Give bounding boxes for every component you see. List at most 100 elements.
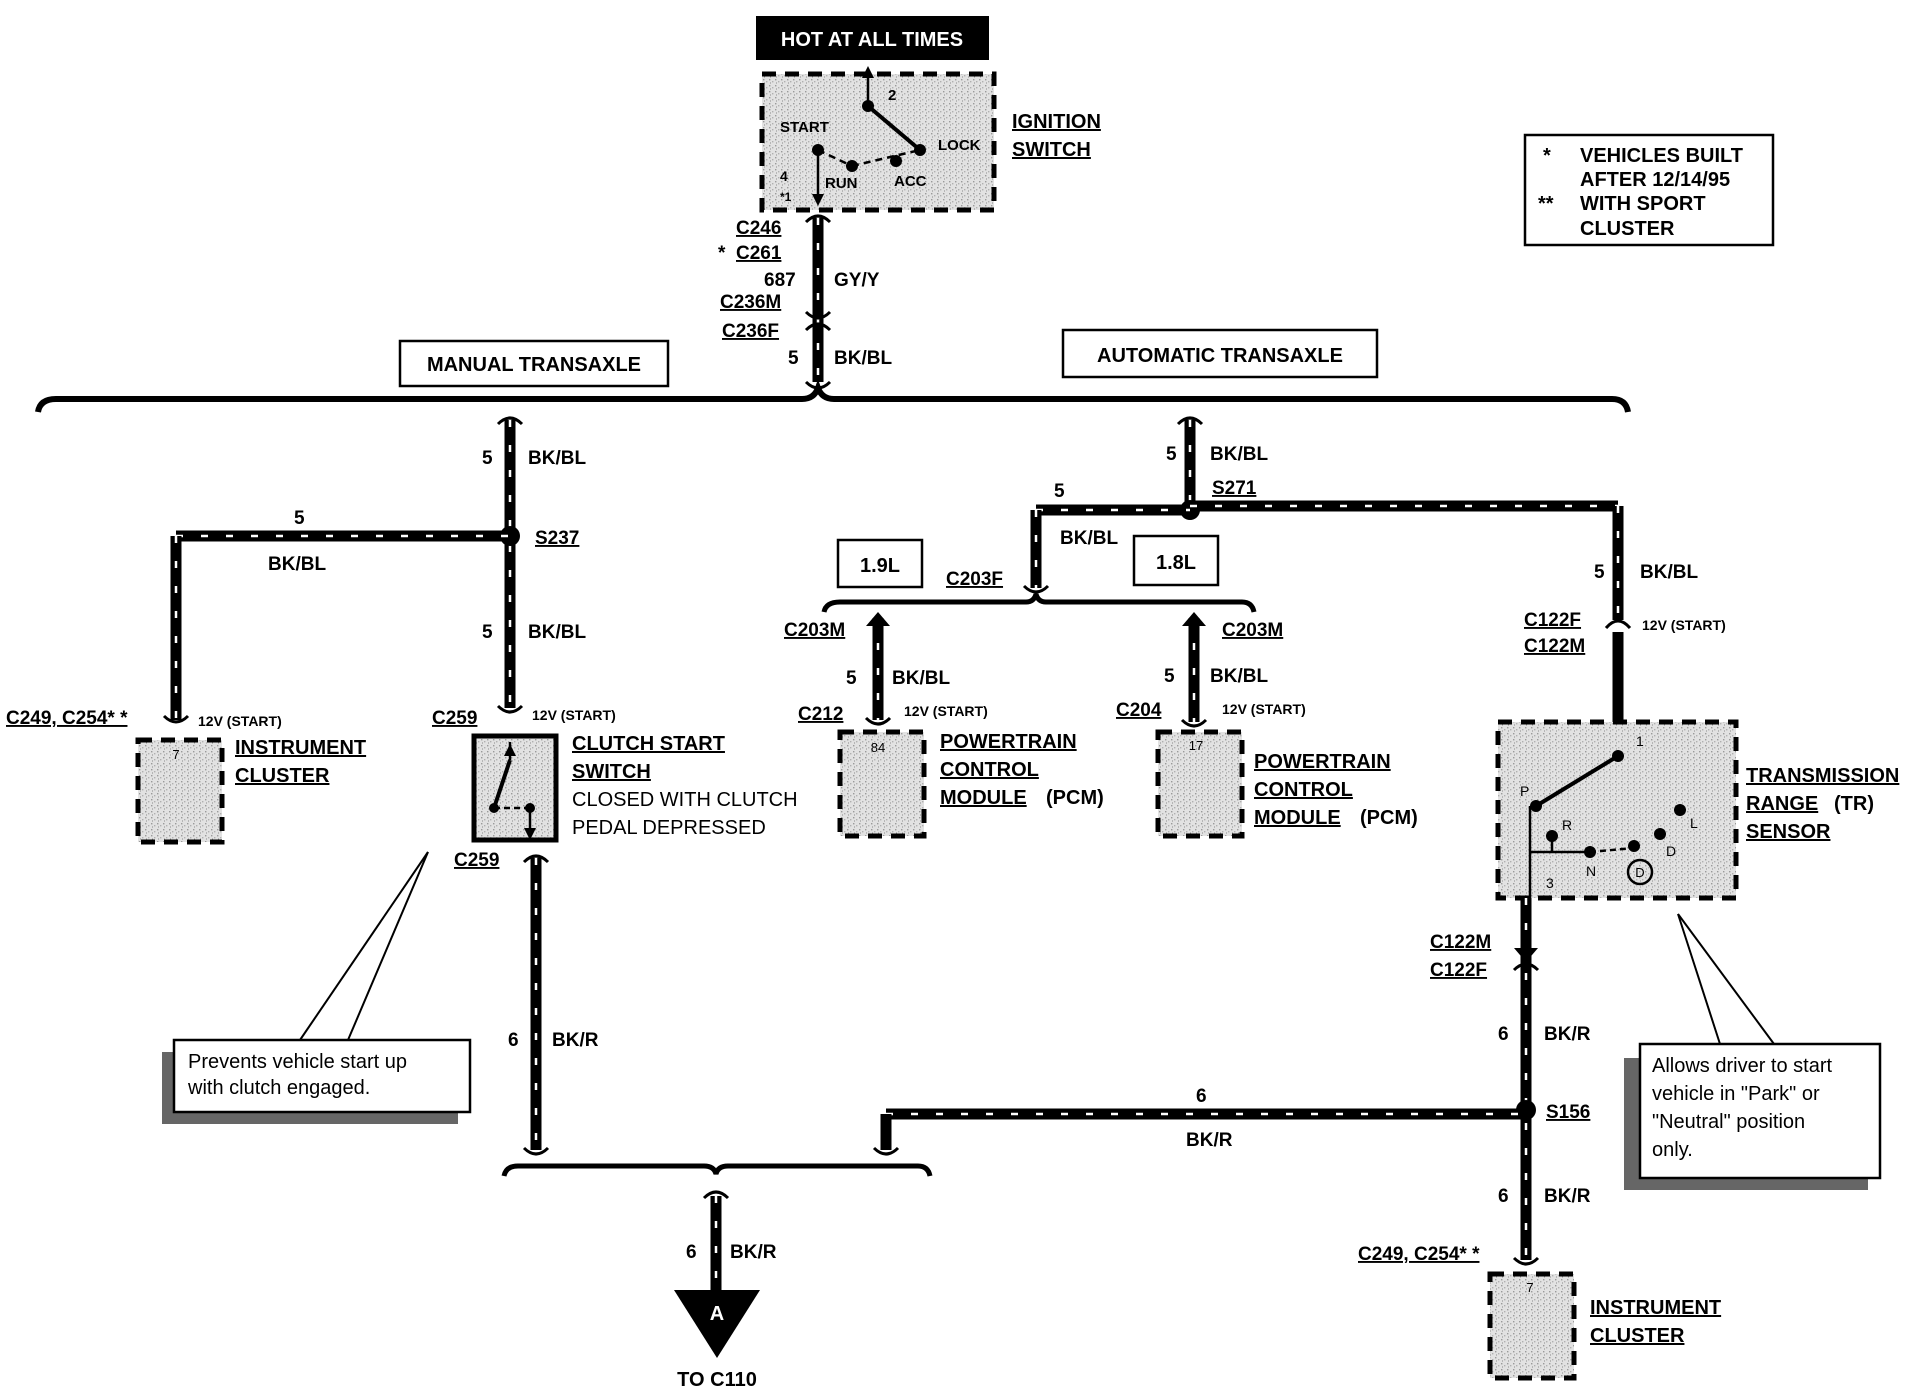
svg-text:TRANSMISSION: TRANSMISSION	[1746, 765, 1899, 787]
svg-text:P: P	[1520, 783, 1529, 799]
svg-text:C204: C204	[1116, 700, 1162, 721]
svg-text:Allows driver to start: Allows driver to start	[1652, 1055, 1832, 1077]
svg-text:S156: S156	[1546, 1102, 1590, 1123]
top-feed-wire: C246 * C261 687 GY/Y C236M C236F 5 BK/BL	[718, 214, 892, 390]
svg-text:BK/R: BK/R	[1544, 1186, 1591, 1207]
svg-text:6: 6	[508, 1030, 519, 1051]
svg-text:D: D	[1635, 865, 1644, 880]
svg-text:C212: C212	[798, 704, 843, 725]
svg-text:C203F: C203F	[946, 569, 1003, 590]
svg-text:LOCK: LOCK	[938, 137, 981, 154]
svg-text:C203M: C203M	[784, 620, 845, 641]
svg-text:BK/BL: BK/BL	[1210, 444, 1268, 465]
svg-text:INSTRUMENT: INSTRUMENT	[235, 737, 366, 759]
instrument-cluster-right: 7 C249, C254* * INSTRUMENT CLUSTER	[1358, 1244, 1721, 1381]
svg-text:C203M: C203M	[1222, 620, 1283, 641]
ignition-switch: 2 START RUN ACC LOCK 4 *1 IGNITION SWITC…	[759, 66, 1101, 213]
svg-text:S237: S237	[535, 528, 579, 549]
manual-branch: 5 BK/BL S237 5 BK/BL 5 BK/BL	[162, 416, 586, 724]
svg-text:MODULE: MODULE	[940, 787, 1027, 809]
output-brace	[501, 1163, 933, 1177]
svg-text:5: 5	[1164, 666, 1175, 687]
svg-text:SWITCH: SWITCH	[1012, 139, 1091, 161]
svg-text:MODULE: MODULE	[1254, 807, 1341, 829]
svg-text:CLUTCH START: CLUTCH START	[572, 733, 725, 755]
option-brace	[35, 379, 1631, 413]
clutch-start-switch: C259 12V (START) CLUTCH START SWITCH CLO…	[432, 707, 798, 871]
svg-text:BK/BL: BK/BL	[268, 554, 326, 575]
svg-text:C122M: C122M	[1430, 932, 1491, 953]
svg-text:7: 7	[172, 747, 179, 762]
svg-text:1.8L: 1.8L	[1156, 552, 1196, 574]
svg-text:5: 5	[1594, 562, 1605, 583]
park-neutral-callout: Allows driver to start vehicle in "Park"…	[1624, 913, 1882, 1190]
transmission-range-sensor: D P R N D L 1 3 TRANSMISSION RANGE (TR) …	[1495, 719, 1899, 901]
svg-text:C249, C254* *: C249, C254* *	[1358, 1244, 1480, 1265]
svg-text:5: 5	[788, 348, 799, 369]
pcm-1-8l: 17 POWERTRAIN CONTROL MODULE (PCM)	[1155, 729, 1418, 839]
s156-branch: 6 BK/R	[872, 1086, 1526, 1156]
svg-text:BK/BL: BK/BL	[1210, 666, 1268, 687]
svg-text:CLUSTER: CLUSTER	[1580, 218, 1675, 240]
svg-text:CLOSED WITH CLUTCH: CLOSED WITH CLUTCH	[572, 789, 798, 811]
svg-text:SWITCH: SWITCH	[572, 761, 651, 783]
svg-text:RUN: RUN	[825, 175, 858, 192]
svg-text:RANGE: RANGE	[1746, 793, 1818, 815]
svg-text:C259: C259	[454, 850, 499, 871]
svg-text:C122F: C122F	[1524, 610, 1581, 631]
svg-text:12V (START): 12V (START)	[904, 703, 988, 719]
svg-text:5: 5	[846, 668, 857, 689]
svg-text:BK/BL: BK/BL	[1060, 528, 1118, 549]
svg-text:AUTOMATIC TRANSAXLE: AUTOMATIC TRANSAXLE	[1097, 345, 1343, 367]
svg-text:CONTROL: CONTROL	[940, 759, 1039, 781]
svg-text:C249, C254* *: C249, C254* *	[6, 708, 128, 729]
svg-text:with clutch engaged.: with clutch engaged.	[187, 1077, 370, 1099]
svg-text:CLUSTER: CLUSTER	[235, 765, 330, 787]
connector-a-arrow: A TO C110	[674, 1290, 760, 1391]
svg-text:WITH SPORT: WITH SPORT	[1580, 193, 1706, 215]
svg-text:(TR): (TR)	[1834, 793, 1874, 815]
svg-text:BK/BL: BK/BL	[528, 448, 586, 469]
clutch-callout: Prevents vehicle start up with clutch en…	[162, 851, 472, 1124]
svg-text:C246: C246	[736, 218, 781, 239]
svg-text:1.9L: 1.9L	[860, 555, 900, 577]
svg-text:*: *	[718, 243, 726, 264]
svg-text:BK/R: BK/R	[552, 1030, 599, 1051]
svg-text:12V (START): 12V (START)	[198, 713, 282, 729]
svg-text:N: N	[1586, 863, 1596, 879]
svg-text:12V (START): 12V (START)	[1222, 701, 1306, 717]
svg-text:S271: S271	[1212, 478, 1257, 499]
svg-text:BK/BL: BK/BL	[892, 668, 950, 689]
svg-text:POWERTRAIN: POWERTRAIN	[940, 731, 1077, 753]
svg-text:D: D	[1666, 843, 1676, 859]
svg-text:C261: C261	[736, 243, 782, 264]
hot-at-all-times-banner: HOT AT ALL TIMES	[756, 16, 989, 60]
automatic-transaxle-label: AUTOMATIC TRANSAXLE	[1061, 328, 1379, 379]
tr-sensor-output-wire: C122M C122F 6 BK/R S156 6 BK/R	[1430, 898, 1591, 1266]
manual-transaxle-label: MANUAL TRANSAXLE	[398, 339, 670, 388]
svg-text:AFTER 12/14/95: AFTER 12/14/95	[1580, 169, 1730, 191]
svg-text:CONTROL: CONTROL	[1254, 779, 1353, 801]
svg-text:SENSOR: SENSOR	[1746, 821, 1831, 843]
svg-text:**: **	[1538, 193, 1554, 215]
svg-text:2: 2	[888, 87, 896, 104]
svg-text:BK/BL: BK/BL	[834, 348, 892, 369]
svg-text:17: 17	[1189, 738, 1203, 753]
instrument-cluster-left: 7 C249, C254* * 12V (START) INSTRUMENT C…	[6, 708, 366, 845]
legend-box: * VEHICLES BUILT AFTER 12/14/95 ** WITH …	[1523, 133, 1775, 247]
svg-text:*: *	[1543, 145, 1551, 167]
svg-text:TO C110: TO C110	[677, 1369, 757, 1391]
svg-text:C122M: C122M	[1524, 636, 1585, 657]
svg-text:BK/R: BK/R	[1544, 1024, 1591, 1045]
pcm-1-8l-branch: C203M 5 BK/BL C204 12V (START)	[1116, 612, 1306, 728]
svg-text:only.: only.	[1652, 1139, 1693, 1161]
svg-text:5: 5	[294, 508, 305, 529]
svg-text:MANUAL TRANSAXLE: MANUAL TRANSAXLE	[427, 354, 641, 376]
svg-text:1: 1	[1636, 733, 1644, 749]
svg-text:Prevents vehicle start up: Prevents vehicle start up	[188, 1051, 407, 1073]
svg-text:6: 6	[686, 1242, 697, 1263]
svg-text:BK/R: BK/R	[730, 1242, 777, 1263]
svg-text:"Neutral" position: "Neutral" position	[1652, 1111, 1805, 1133]
svg-text:ACC: ACC	[894, 173, 927, 190]
svg-text:687: 687	[764, 270, 796, 291]
